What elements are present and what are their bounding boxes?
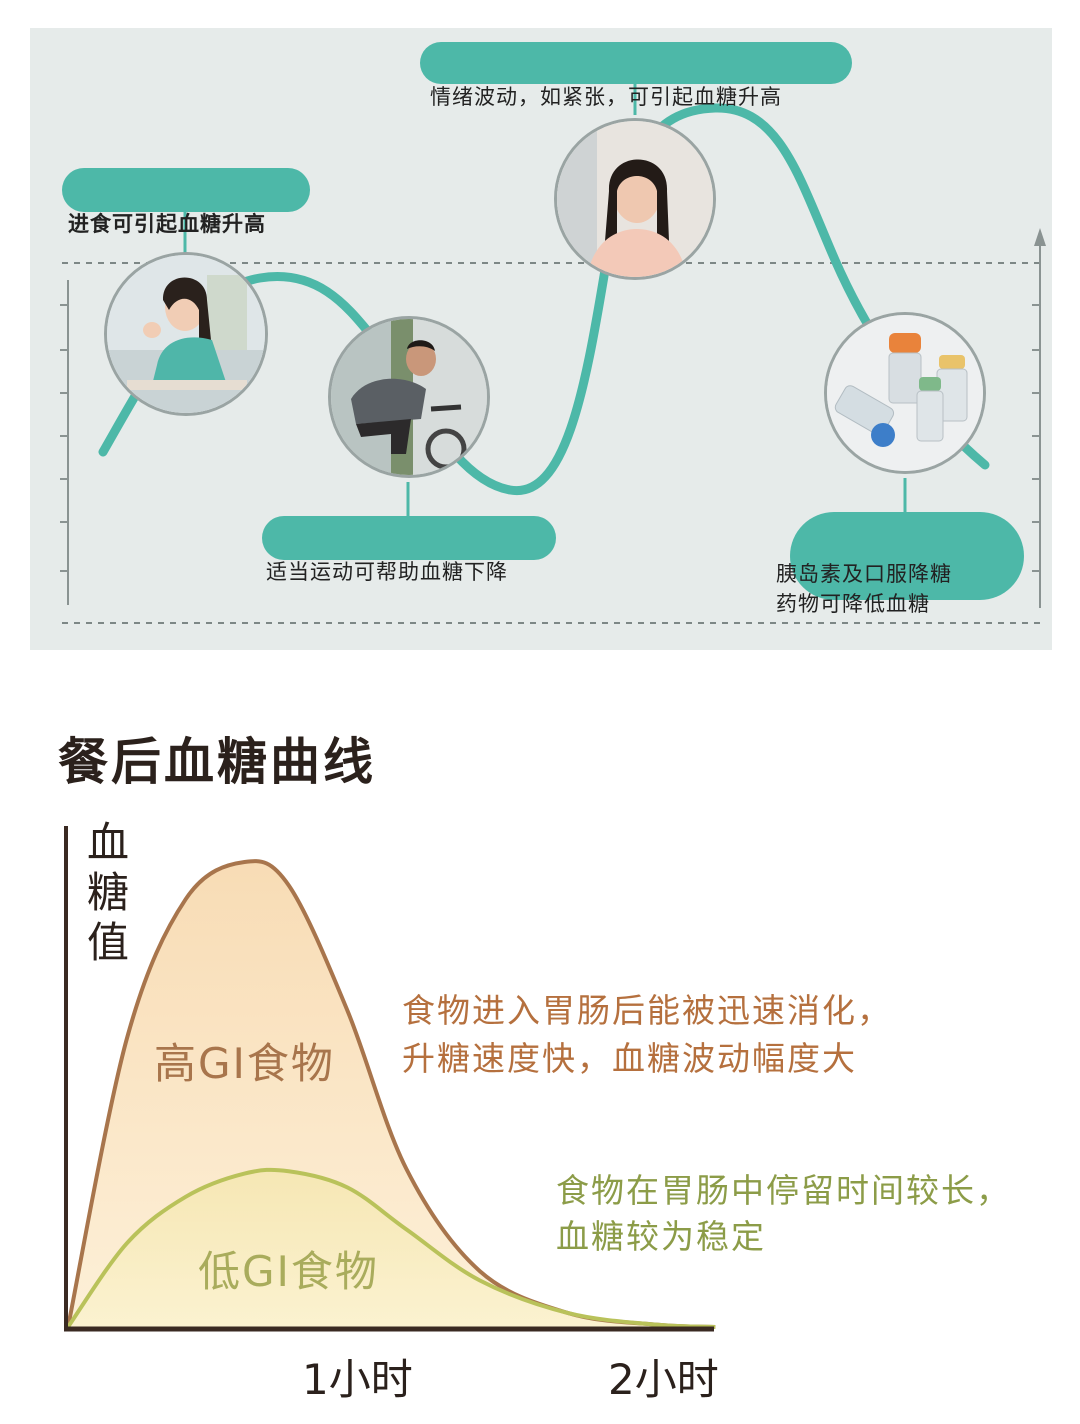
glucose-factors-diagram [60,82,1046,624]
low-gi-label: 低GI食物 [198,1247,379,1296]
eating-woman-photo [104,252,268,416]
right-axis-arrow [1034,228,1046,246]
low-gi-note-line2: 血糖较为稳定 [556,1217,766,1256]
eating-label: 进食可引起血糖升高 [68,212,266,236]
high-gi-label: 高GI食物 [154,1039,335,1088]
x-tick-1h: 1小时 [302,1355,413,1404]
low-gi-area [68,1169,716,1327]
medicine-vials-photo [824,312,986,474]
stressed-woman-photo [554,118,716,280]
right-axis-ticks [1032,304,1040,572]
insulin-label-line1: 胰岛素及口服降糖 [776,562,952,586]
y-axis-label-char-3: 值 [86,918,129,967]
exercise-label-pill [262,516,556,560]
insulin-label-pill [790,512,1024,600]
chart-title: 餐后血糖曲线 [58,733,376,791]
emotion-label-pill [420,42,852,84]
left-axis-ticks [60,304,68,572]
eating-label-pill [62,168,310,212]
low-gi-curve [66,1167,716,1329]
exercise-label: 适当运动可帮助血糖下降 [266,560,508,584]
low-gi-note-line1: 食物在胃肠中停留时间较长， [556,1171,1011,1210]
insulin-label-line2: 药物可降低血糖 [776,592,930,616]
y-axis-label-char-2: 糖 [86,868,129,917]
cycling-man-photo [328,316,490,478]
emotion-label: 情绪波动，如紧张，可引起血糖升高 [430,85,782,109]
high-gi-note-line2: 升糖速度快，血糖波动幅度大 [402,1039,857,1078]
x-tick-2h: 2小时 [608,1355,719,1404]
glucose-wave-curve [98,103,990,496]
high-gi-note-line1: 食物进入胃肠后能被迅速消化， [402,991,892,1030]
y-axis-label-char-1: 血 [86,818,129,867]
